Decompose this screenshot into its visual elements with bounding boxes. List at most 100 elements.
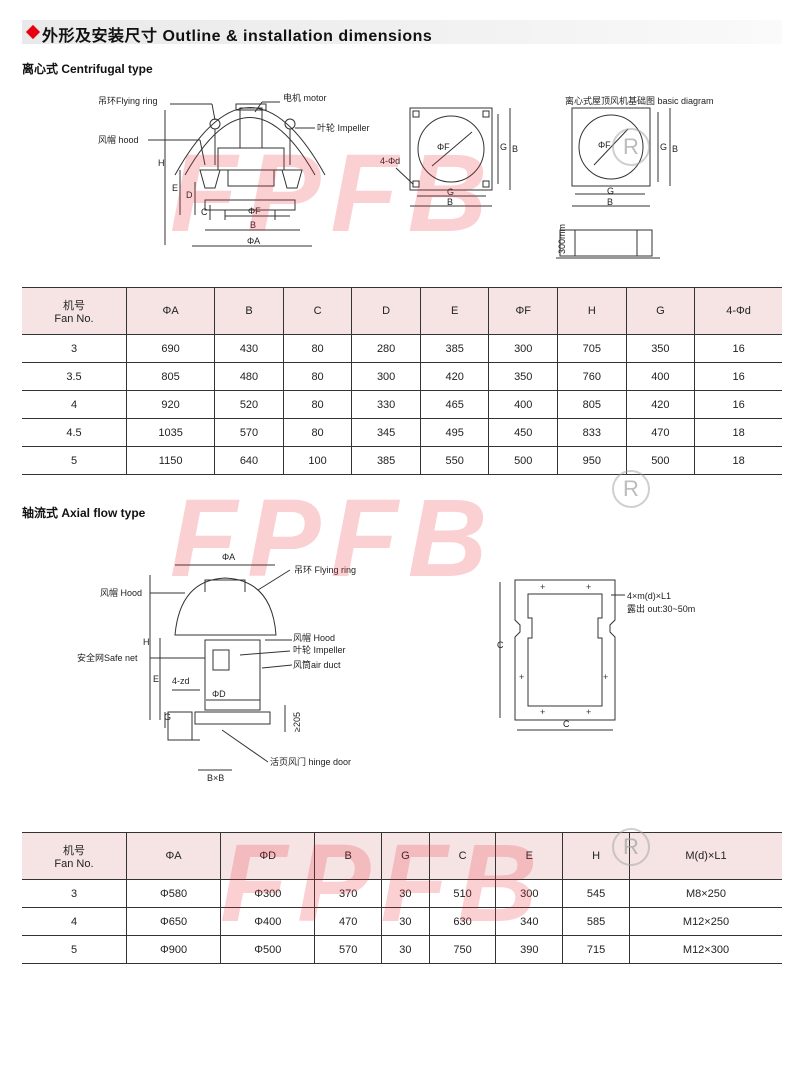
- bolt-plus: +: [540, 707, 545, 717]
- centrifugal-flying-ring-label: 吊环Flying ring: [98, 96, 158, 106]
- table-cell: 715: [562, 935, 630, 964]
- table-cell: 805: [557, 390, 627, 419]
- table-header-cell: ΦA: [125, 832, 221, 880]
- table-cell: 340: [495, 907, 563, 936]
- table-cell: 500: [488, 446, 558, 475]
- basic-diagram-label: 离心式屋顶风机基础图 basic diagram: [565, 95, 714, 106]
- table-cell: 385: [419, 334, 489, 363]
- table-cell: 470: [314, 907, 382, 936]
- table-header-cell: 机号 Fan No.: [22, 287, 127, 335]
- bolt-spec-label: 4×m(d)×L1: [627, 591, 671, 601]
- table-cell: Φ900: [125, 935, 221, 964]
- table-row: 3.5 805 480 80 300 420 350 760 400 16: [22, 362, 782, 391]
- table-cell: 400: [625, 362, 695, 391]
- table-header-cell: B: [214, 287, 284, 335]
- table-cell: 400: [488, 390, 558, 419]
- axial-air-duct-label: 风筒air duct: [293, 659, 341, 670]
- top-view-b: B: [447, 197, 453, 207]
- top-view-4-phi-d: 4-Φd: [380, 156, 400, 166]
- table-cell: 3: [22, 334, 127, 363]
- table-row: 3 690 430 80 280 385 300 705 350 16: [22, 334, 782, 363]
- table-cell: 280: [351, 334, 421, 363]
- table-header-cell: G: [381, 832, 430, 880]
- table-cell: 450: [488, 418, 558, 447]
- basic-b-side: B: [672, 144, 678, 154]
- table-cell: M8×250: [629, 879, 782, 908]
- dim-h: H: [158, 158, 165, 168]
- table-cell: 385: [351, 446, 421, 475]
- table-row: 5 1150 640 100 385 550 500 950 500 18: [22, 446, 782, 475]
- table-cell: 833: [557, 418, 627, 447]
- table-header-cell: M(d)×L1: [629, 832, 782, 880]
- basic-phi-f: ΦF: [598, 140, 611, 150]
- table-cell: 80: [282, 334, 352, 363]
- bolt-plus: +: [603, 672, 608, 682]
- table-cell: Φ580: [125, 879, 221, 908]
- top-view-b-side: B: [512, 144, 518, 154]
- table-cell: 705: [557, 334, 627, 363]
- table-header-cell: ΦD: [220, 832, 315, 880]
- bolt-plus: +: [586, 582, 591, 592]
- top-view-g: G: [447, 187, 454, 197]
- table-cell: 465: [419, 390, 489, 419]
- section-header: 外形及安装尺寸 Outline & installation dimension…: [22, 20, 782, 45]
- table-cell: 16: [694, 362, 782, 391]
- dim-phi-f: ΦF: [248, 206, 261, 216]
- table-cell: 4: [22, 907, 127, 936]
- table-cell: 495: [419, 418, 489, 447]
- table-cell: 4: [22, 390, 127, 419]
- registered-mark-icon: R: [612, 470, 650, 508]
- table-row: 4.5 1035 570 80 345 495 450 833 470 18: [22, 418, 782, 447]
- axial-bxb: B×B: [207, 773, 224, 783]
- table-cell: 350: [625, 334, 695, 363]
- table-cell: 18: [694, 418, 782, 447]
- table-cell: 420: [419, 362, 489, 391]
- foundation-dim-c-horizontal: C: [563, 719, 570, 729]
- bolt-plus: +: [540, 582, 545, 592]
- table-cell: 350: [488, 362, 558, 391]
- table-cell: 300: [351, 362, 421, 391]
- table-cell: 570: [314, 935, 382, 964]
- centrifugal-diagram: 吊环Flying ring 风帽 hood 电机 motor 叶轮 Impell…: [98, 92, 714, 259]
- table-header-cell: 4-Φd: [694, 287, 782, 335]
- centrifugal-motor-label: 电机 motor: [283, 92, 327, 103]
- table-cell: 805: [125, 362, 215, 391]
- dim-b: B: [250, 220, 256, 230]
- axial-table: 机号 Fan No. ΦA ΦD B G C E H M(d)×L1 3 Φ58…: [22, 832, 782, 964]
- table-cell: 520: [214, 390, 284, 419]
- table-cell: 300: [488, 334, 558, 363]
- basic-300mm: 300mm: [557, 224, 567, 254]
- axial-dim-e: E: [153, 674, 159, 684]
- table-row: 3 Φ580 Φ300 370 30 510 300 545 M8×250: [22, 879, 782, 908]
- foundation-dim-c-vertical: C: [497, 640, 504, 650]
- dim-d: D: [186, 190, 193, 200]
- table-cell: M12×250: [629, 907, 782, 936]
- axial-dim-g: G: [164, 712, 171, 722]
- table-cell: 5: [22, 446, 127, 475]
- table-cell: 370: [314, 879, 382, 908]
- table-cell: 80: [282, 362, 352, 391]
- table-header-row: 机号 Fan No. ΦA ΦD B G C E H M(d)×L1: [22, 832, 782, 880]
- axial-phi-a: ΦA: [222, 552, 235, 562]
- table-cell: 640: [214, 446, 284, 475]
- table-cell: 510: [428, 879, 496, 908]
- centrifugal-section-title: 离心式 Centrifugal type: [22, 62, 153, 76]
- table-cell: Φ400: [220, 907, 315, 936]
- centrifugal-table: 机号 Fan No. ΦA B C D E ΦF H G 4-Φd 3 690 …: [22, 287, 782, 475]
- table-cell: 3: [22, 879, 127, 908]
- axial-hinge-door-label: 活页风门 hinge door: [270, 756, 351, 767]
- table-cell: 570: [214, 418, 284, 447]
- table-cell: 480: [214, 362, 284, 391]
- table-cell: Φ300: [220, 879, 315, 908]
- table-cell: 1035: [125, 418, 215, 447]
- table-cell: 750: [428, 935, 496, 964]
- table-cell: 3.5: [22, 362, 127, 391]
- table-cell: 4.5: [22, 418, 127, 447]
- table-header-cell: H: [557, 287, 627, 335]
- table-cell: 1150: [125, 446, 215, 475]
- basic-g: G: [607, 186, 614, 196]
- table-header-cell: C: [428, 832, 496, 880]
- table-cell: 100: [282, 446, 352, 475]
- table-cell: 920: [125, 390, 215, 419]
- table-cell: 300: [495, 879, 563, 908]
